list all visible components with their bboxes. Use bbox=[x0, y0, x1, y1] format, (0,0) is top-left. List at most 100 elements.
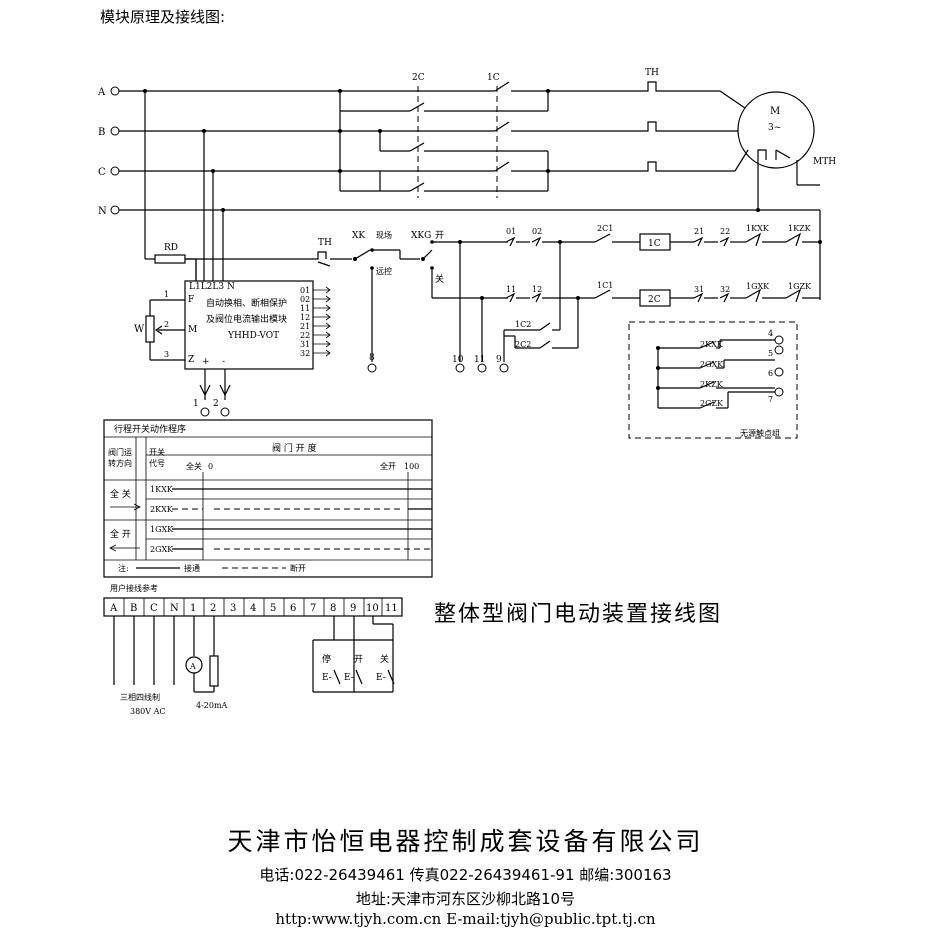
rung2-node-11: 11 bbox=[506, 285, 516, 294]
module-power-pins: L1L2L3 N bbox=[189, 282, 235, 292]
selector-local-label: 现场 bbox=[376, 231, 392, 240]
strip-terminal-b: B bbox=[130, 603, 137, 614]
module-output-02: 02 bbox=[300, 295, 310, 304]
page-title: 模块原理及接线图: bbox=[100, 8, 226, 26]
limit-1kzk-label: 1KZK bbox=[788, 224, 812, 233]
module-output-minus: - bbox=[222, 357, 225, 367]
legend-prefix: 注: bbox=[118, 563, 129, 573]
main-title: 整体型阀门电动装置接线图 bbox=[434, 602, 723, 627]
strip-terminal-6: 6 bbox=[290, 603, 296, 614]
strip-terminal-8: 8 bbox=[330, 603, 336, 614]
group-full-open: 全 开 bbox=[110, 528, 131, 540]
coil-2c-label: 2C bbox=[648, 295, 661, 305]
selector-xk-label: XK bbox=[352, 231, 365, 241]
strip-terminal-5: 5 bbox=[270, 603, 276, 614]
strip-terminal-7: 7 bbox=[310, 603, 316, 614]
row-1kxk: 1KXK bbox=[150, 485, 174, 494]
user-wiring: 用户接线参考 A B C N 1 2 3 4 5 6 bbox=[103, 583, 403, 716]
strip-terminal-2: 2 bbox=[210, 603, 216, 614]
terminal-6 bbox=[774, 367, 784, 377]
terminal-6-label: 6 bbox=[768, 369, 773, 378]
terminal-7 bbox=[774, 387, 784, 397]
terminal-5 bbox=[774, 345, 784, 355]
zero-label: 0 bbox=[208, 462, 213, 471]
module-output-22: 22 bbox=[300, 331, 310, 340]
dry-2kxk-label: 2KXK bbox=[700, 340, 724, 349]
row-2gxk: 2GXK bbox=[150, 545, 174, 554]
output-terminal-1 bbox=[200, 407, 210, 417]
strip-terminal-10: 10 bbox=[366, 603, 379, 614]
company-name: 天津市怡恒电器控制成套设备有限公司 bbox=[227, 827, 704, 856]
terminal-4 bbox=[774, 335, 784, 345]
terminal-9 bbox=[499, 363, 509, 373]
module-name-line1: 自动换相、断相保护 bbox=[206, 297, 287, 309]
current-label: 4-20mA bbox=[196, 701, 228, 710]
terminal-4-label: 4 bbox=[768, 329, 773, 338]
module-name-line2: 及阀位电流输出模块 bbox=[206, 313, 287, 325]
strip-terminal-9: 9 bbox=[350, 603, 356, 614]
sequence-table-title: 行程开关动作程序 bbox=[114, 423, 186, 435]
selector-xkg-label: XKG bbox=[411, 231, 431, 241]
dry-2gzk-label: 2GZK bbox=[700, 399, 724, 408]
svg-text:E-: E- bbox=[376, 673, 386, 683]
terminal-11 bbox=[477, 363, 487, 373]
selector-remote-label: 远控 bbox=[376, 266, 392, 276]
module-model: YHHD-VOT bbox=[227, 331, 279, 341]
control-thermal-label: TH bbox=[318, 238, 332, 248]
rung1-node-21: 21 bbox=[694, 227, 704, 236]
user-wiring-title: 用户接线参考 bbox=[110, 583, 158, 593]
limit-1kxk-label: 1KXK bbox=[746, 224, 770, 233]
strip-terminal-n: N bbox=[170, 603, 179, 614]
ammeter-label: A bbox=[189, 662, 196, 671]
dry-2gxk-label: 2GXK bbox=[700, 360, 724, 369]
control-circuit: TH XK 现场 远控 8 XKG 开 关 10 11 bbox=[185, 224, 822, 373]
phase-a-terminal bbox=[110, 86, 120, 96]
svg-text:E-: E- bbox=[322, 673, 332, 683]
strip-terminal-3: 3 bbox=[230, 603, 236, 614]
col-opening: 阀 门 开 度 bbox=[272, 442, 317, 454]
fuse-label: RD bbox=[164, 243, 178, 253]
power-bus bbox=[119, 89, 820, 281]
hold-2c2-label: 2C2 bbox=[515, 340, 531, 349]
phase-c-label: C bbox=[98, 167, 106, 178]
potentiometer-pin-3: 3 bbox=[164, 350, 169, 359]
full-open-label: 全开 bbox=[380, 461, 396, 471]
motor-sub-label: 3~ bbox=[768, 123, 781, 133]
module-output-31: 31 bbox=[300, 340, 310, 349]
row-2kxk: 2KXK bbox=[150, 505, 174, 514]
col-direction-2: 转方向 bbox=[108, 458, 132, 468]
phase-n-terminal bbox=[110, 205, 120, 215]
col-code-2: 代号 bbox=[149, 458, 165, 468]
sequence-table: 行程开关动作程序 阀门运 转方向 开关 代号 阀 门 开 度 全关 0 全开 1… bbox=[103, 419, 433, 578]
potentiometer-pin-1: 1 bbox=[164, 290, 169, 299]
open-button-label: 开 bbox=[354, 654, 363, 665]
legend-on: 接通 bbox=[184, 563, 200, 573]
phase-n-label: N bbox=[98, 206, 107, 217]
legend-off: 断开 bbox=[290, 563, 306, 573]
output-terminal-2 bbox=[220, 407, 230, 417]
strip-terminal-a: A bbox=[109, 603, 118, 614]
stop-button-label: 停 bbox=[322, 653, 331, 665]
svg-text:E-: E- bbox=[344, 673, 354, 683]
terminal-10-label: 10 bbox=[452, 355, 464, 365]
rung2-node-32: 32 bbox=[720, 285, 730, 294]
contactor-1c-label: 1C bbox=[487, 73, 500, 83]
close-button-label: 关 bbox=[380, 653, 389, 665]
module-pin-m: M bbox=[188, 325, 197, 335]
coil-1c-label: 1C bbox=[648, 239, 661, 249]
motor: M 3~ MTH bbox=[737, 91, 836, 300]
col-code-1: 开关 bbox=[149, 447, 165, 457]
strip-terminal-c: C bbox=[150, 603, 158, 614]
strip-terminal-11: 11 bbox=[385, 603, 398, 614]
col-direction-1: 阀门运 bbox=[108, 447, 132, 457]
strip-terminal-1: 1 bbox=[190, 603, 196, 614]
interlock-1c1-label: 1C1 bbox=[597, 281, 613, 290]
terminal-7-label: 7 bbox=[768, 395, 773, 404]
hundred-label: 100 bbox=[404, 462, 419, 471]
contactor-2c-label: 2C bbox=[412, 73, 425, 83]
contact-info: 电话:022-26439461 传真022-26439461-91 邮编:300… bbox=[259, 866, 672, 884]
potentiometer-label: W bbox=[134, 324, 145, 335]
rung2-node-31: 31 bbox=[694, 285, 704, 294]
web-info: http:www.tjyh.com.cn E-mail:tjyh@public.… bbox=[275, 910, 656, 928]
